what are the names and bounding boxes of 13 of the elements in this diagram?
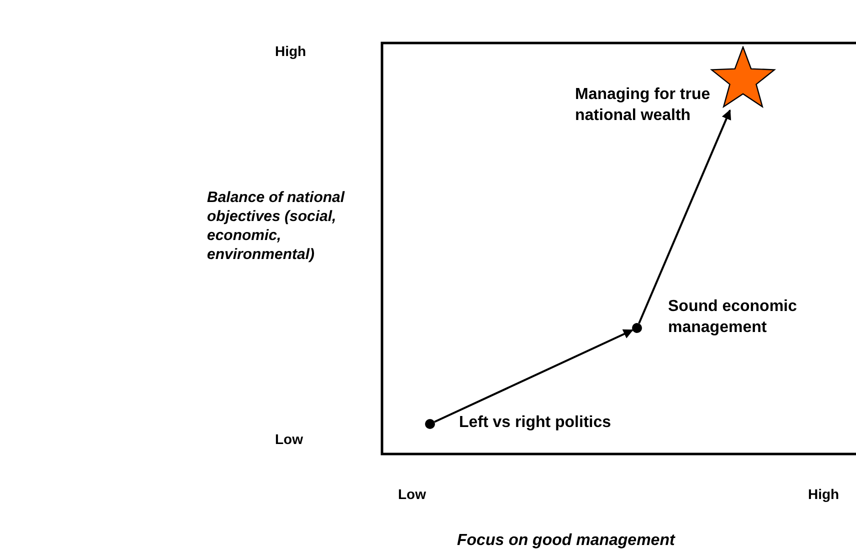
axis-label: High	[808, 485, 840, 504]
axis-title: Balance of national objectives (social, economic, environmental)	[207, 188, 346, 264]
dot-marker	[424, 418, 436, 430]
point-label: Sound economic management	[668, 297, 798, 338]
arrow	[638, 109, 732, 324]
dot-marker	[631, 322, 643, 334]
axis-label: Low	[275, 430, 303, 449]
axis-label: High	[275, 42, 306, 61]
point-label: Managing for true national wealth	[575, 85, 712, 126]
point-label: Left vs right politics	[459, 413, 612, 433]
axis-label: Low	[398, 485, 426, 504]
axis-title: Focus on good management	[457, 531, 676, 551]
arrow	[434, 329, 634, 423]
